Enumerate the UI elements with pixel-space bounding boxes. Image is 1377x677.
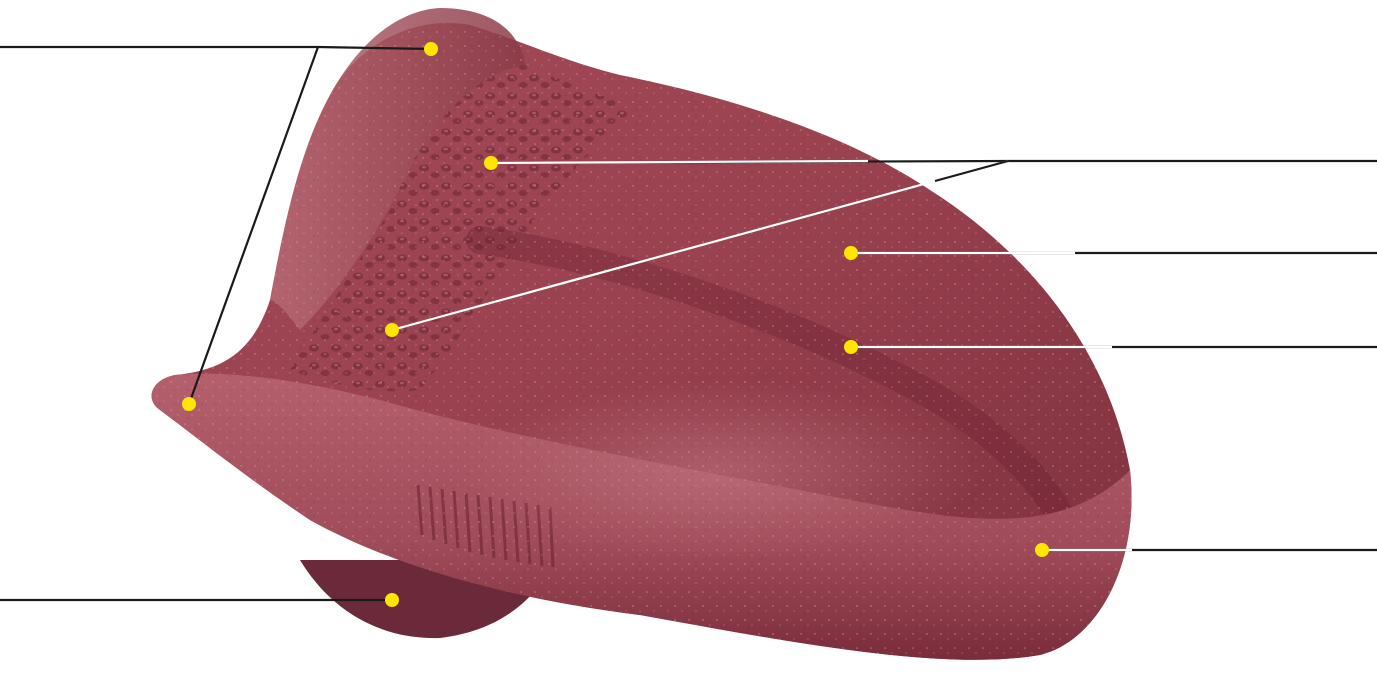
marker-2[interactable] <box>182 397 196 411</box>
marker-7[interactable] <box>1035 543 1049 557</box>
surface-speckle <box>152 23 1132 660</box>
marker-5[interactable] <box>844 246 858 260</box>
marker-6[interactable] <box>844 340 858 354</box>
marker-8[interactable] <box>385 593 399 607</box>
leader-line-1 <box>0 47 431 49</box>
marker-3[interactable] <box>484 156 498 170</box>
marker-1[interactable] <box>424 42 438 56</box>
marker-4[interactable] <box>385 323 399 337</box>
leader-line-4b <box>935 161 1008 181</box>
